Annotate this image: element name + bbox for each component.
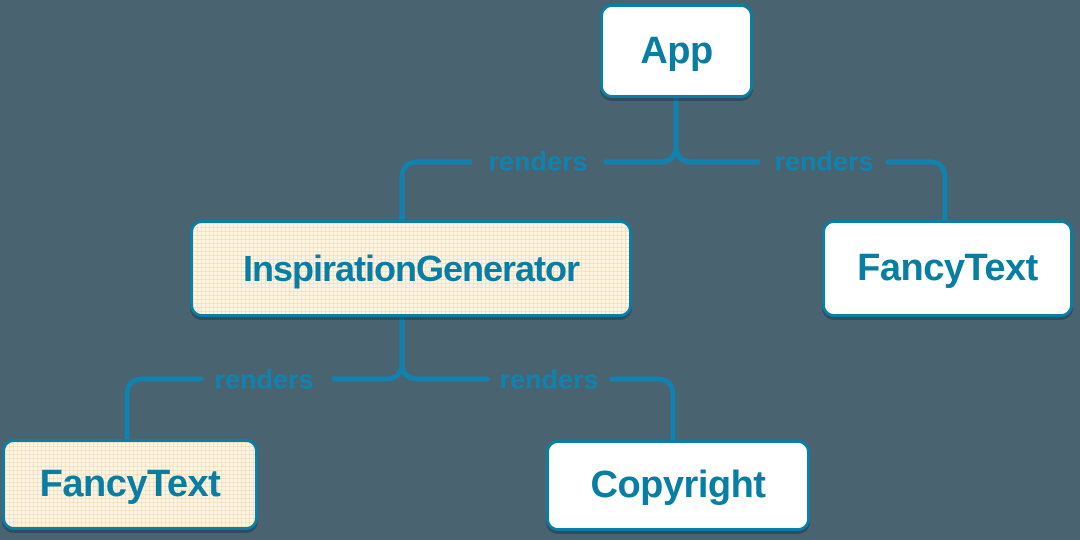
edge-label-inspirationgenerator-fancytext: renders (214, 364, 314, 395)
edge-inspirationgenerator-to-fancytext-line-end (124, 376, 204, 443)
edge-label-app-inspirationgenerator: renders (488, 146, 588, 177)
node-copyright-label: Copyright (590, 464, 766, 506)
node-inspiration-generator-label: InspirationGenerator (242, 247, 580, 289)
edge-app-to-fancytext-line-end (885, 159, 948, 224)
node-fancy-text-top: FancyText (822, 220, 1073, 317)
edge-inspirationgenerator-to-fancytext-line (331, 360, 405, 382)
node-copyright: Copyright (546, 440, 810, 531)
node-fancy-text-bottom-label: FancyText (39, 463, 221, 505)
edge-label-inspirationgenerator-copyright: renders (499, 364, 599, 395)
node-app-label: App (640, 29, 713, 72)
node-inspiration-generator: InspirationGenerator (190, 220, 632, 317)
edge-inspirationgenerator-to-copyright-line-end (609, 376, 676, 444)
edge-app-to-fancytext-line (673, 143, 761, 165)
edge-label-app-fancytext: renders (774, 146, 874, 177)
edge-app-to-inspirationgenerator-line (603, 143, 679, 165)
node-app: App (600, 4, 753, 98)
edge-inspirationgenerator-to-copyright-line (399, 360, 490, 382)
node-fancy-text-top-label: FancyText (857, 247, 1038, 289)
edge-app-to-inspirationgenerator-line-end (399, 159, 473, 224)
node-fancy-text-bottom: FancyText (2, 439, 258, 530)
